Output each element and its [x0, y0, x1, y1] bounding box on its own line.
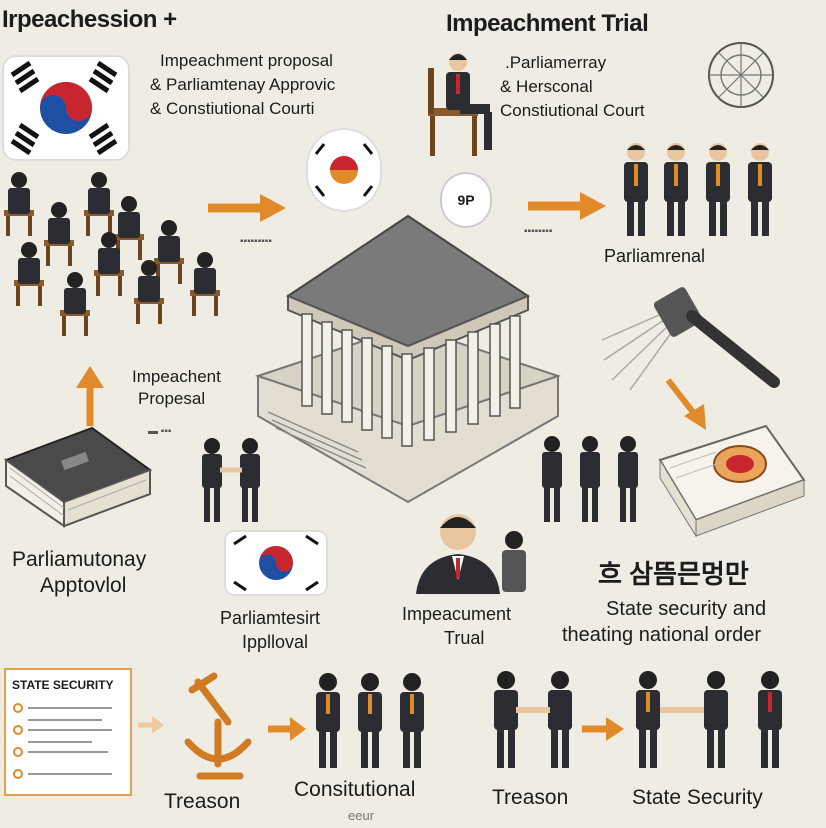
bottom-sub-caption: eeur	[348, 808, 375, 823]
bottom-label-state-security: State Security	[632, 786, 763, 809]
officials-group	[316, 673, 424, 768]
security-text: State security and	[606, 598, 767, 620]
card-title: STATE SECURITY	[12, 678, 114, 692]
desc-line: .Parliamerray	[505, 53, 607, 72]
seal-document-icon	[658, 424, 806, 538]
label-center-approval: Parliamtesirt	[220, 608, 321, 628]
courthouse-icon	[254, 214, 562, 504]
section-title-left: Irpeachession +	[2, 6, 177, 33]
arrow-right-icon	[582, 717, 624, 741]
seated-official-icon	[428, 53, 492, 156]
arrow-up-icon	[76, 366, 104, 426]
badge: 9P	[440, 172, 492, 228]
korean-caption: 흐 삼뜸믄멍만	[598, 559, 749, 589]
desc-line: & Hersconal	[500, 77, 593, 96]
tiny-caption: ▬ ▪▪▪	[148, 426, 172, 437]
label-trial: Trual	[444, 628, 485, 648]
arrow-down-icon	[665, 378, 706, 430]
korean-flag-icon	[2, 55, 130, 161]
checklist-icon	[13, 703, 112, 779]
arrow-right-icon	[208, 194, 286, 222]
label-approval: Parliamutonay	[12, 548, 147, 571]
label-center-approval: Ipplloval	[242, 632, 309, 652]
tiny-caption: ▪▪▪▪▪▪▪▪▪	[240, 236, 272, 247]
bottom-label-constitutional: Consitutional	[294, 778, 416, 801]
bottom-label-treason: Treason	[164, 790, 241, 813]
gavel-icon	[601, 287, 780, 391]
officials-group	[542, 436, 638, 522]
microscope-icon	[184, 672, 252, 780]
handshake-icon	[494, 671, 572, 768]
arrow-right-icon	[138, 716, 164, 734]
section-title-right: Impeachment Trial	[446, 10, 649, 37]
korean-flag-icon	[306, 128, 382, 212]
officials-group	[624, 143, 772, 236]
tiny-caption: ▪▪▪▪▪▪▪▪	[524, 226, 553, 237]
label-proposal: Propesal	[138, 389, 206, 408]
label-trial: Impeacument	[402, 604, 512, 624]
handshake-icon	[202, 438, 260, 522]
bottom-label-treason-2: Treason	[492, 786, 569, 809]
korean-flag-icon	[224, 530, 328, 596]
desc-line: Constiutional Court	[500, 101, 645, 120]
label-proposal: Impeachent	[132, 367, 221, 386]
security-text: theating national order	[562, 624, 762, 646]
label-approval: Apptovlol	[40, 574, 127, 597]
official-portrait-icon	[416, 514, 526, 594]
desc-line: & Constiutional Courti	[150, 99, 315, 118]
desc-line: & Parliamtenay Approvic	[150, 75, 336, 94]
book-icon	[3, 426, 153, 528]
parliament-members-group	[4, 172, 220, 336]
arrow-right-icon	[528, 192, 606, 220]
label-parliamentary: Parliamrenal	[604, 246, 706, 266]
handshake-officials-icon	[636, 671, 782, 768]
emblem-icon	[708, 42, 774, 108]
state-security-card: STATE SECURITY	[4, 668, 132, 796]
desc-line: Impeachment proposal	[160, 51, 333, 70]
arrow-right-icon	[268, 717, 306, 741]
